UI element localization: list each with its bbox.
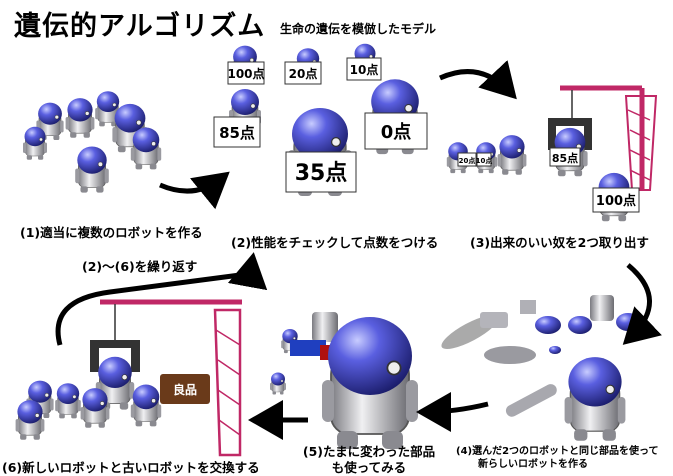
robot (563, 356, 627, 442)
arrow-1-to-2 (159, 171, 230, 210)
score-label: 85点 (219, 124, 255, 142)
robot (15, 399, 45, 441)
step-4-caption-line2: 新らしいロボットを作る (478, 459, 588, 470)
robot-group-step3 (446, 127, 640, 222)
score-label: 10点 (476, 156, 493, 165)
score-card (364, 112, 428, 150)
step-4-caption-line1: (4)選んだ2つのロボットと同じ部品を使って (456, 446, 659, 457)
score-label: 85点 (552, 151, 578, 165)
score-card (346, 57, 382, 81)
score-card (592, 187, 640, 213)
arrow-2-to-3 (438, 60, 517, 100)
robot (80, 387, 110, 429)
step-5-caption-line1: (5)たまに変わった部品 (302, 444, 436, 459)
score-label: 20点 (289, 66, 318, 81)
crate-label: 良品 (173, 382, 197, 397)
crane-step6: 良品 (90, 299, 242, 457)
robot-group-step2 (213, 43, 428, 197)
robot (74, 145, 110, 194)
score-label: 0点 (381, 121, 412, 143)
diagram-subtitle: 生命の遺伝を模倣したモデル (280, 22, 437, 36)
robot (497, 134, 527, 176)
step-5-caption-line2: も使ってみる (331, 460, 407, 475)
score-card (285, 151, 357, 193)
score-label: 100点 (227, 66, 264, 81)
robot (65, 97, 95, 139)
score-label: 20点 (459, 156, 476, 165)
robot (54, 382, 82, 419)
step-6-caption: (6)新しいロボットと古いロボットを交換する (2, 460, 260, 475)
arrow-3-to-4 (622, 263, 662, 345)
score-card (549, 147, 581, 167)
step-2-caption: (2)性能をチェックして点数をつける (231, 235, 439, 250)
score-label: 100点 (596, 193, 636, 209)
parts-assembly-step4 (441, 295, 640, 442)
robot (269, 372, 287, 395)
diagram-title: 遺伝的アルゴリズム (14, 11, 266, 42)
step-3-caption: (3)出来のいい奴を2つ取り出す (470, 235, 649, 250)
arrow-4-to-5 (416, 391, 489, 432)
score-label: 35点 (295, 160, 348, 186)
robot (22, 126, 48, 161)
arrow-repeat-loop (55, 252, 268, 346)
step-1-caption: (1)適当に複数のロボットを作る (20, 225, 203, 240)
robot-group-step6 (15, 380, 162, 441)
score-card (476, 152, 492, 167)
robot (130, 127, 162, 170)
mutation-step5 (269, 312, 420, 451)
robot (320, 315, 420, 451)
robot (130, 384, 162, 427)
score-card (227, 61, 265, 85)
robot-group-step1 (22, 90, 162, 194)
score-card (213, 116, 261, 148)
score-card (457, 152, 477, 167)
score-card (284, 61, 322, 85)
score-label: 10点 (350, 62, 379, 77)
crane-step3 (548, 85, 658, 191)
repeat-caption: (2)～(6)を繰り返す (82, 259, 198, 274)
parts-crate (160, 374, 210, 404)
